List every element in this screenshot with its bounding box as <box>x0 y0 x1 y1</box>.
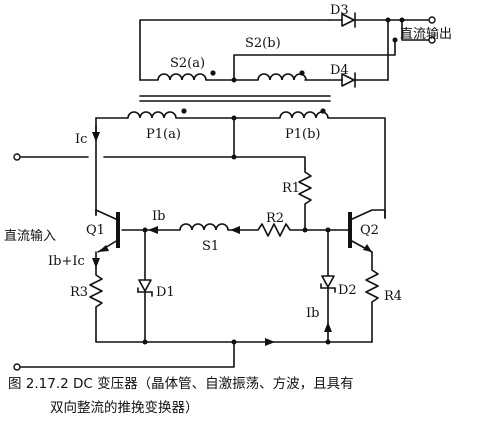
label-d4: D4 <box>330 63 349 78</box>
coil-s2b <box>257 70 307 81</box>
label-ib-ic: Ib+Ic <box>48 254 85 269</box>
transistor-q2 <box>348 209 386 253</box>
resistor-r3 <box>89 267 103 319</box>
label-d3: D3 <box>330 3 349 18</box>
label-dc-input: 直流输入 <box>4 228 56 244</box>
label-ib-bottom: Ib <box>306 306 319 321</box>
label-dc-output: 直流输出 <box>400 26 452 42</box>
label-r2: R2 <box>266 211 284 226</box>
diode-d4 <box>304 72 389 88</box>
secondary-section <box>139 12 436 88</box>
figure-caption-line-2: 双向整流的推挽变换器） <box>50 400 199 416</box>
wire-center-tap <box>233 39 396 81</box>
label-q1: Q1 <box>86 223 105 238</box>
terminal-in-2 <box>13 363 21 371</box>
zener-d1 <box>137 229 153 343</box>
coil-p1b <box>279 108 386 219</box>
label-ic: Ic <box>75 132 87 147</box>
label-s2a: S2(a) <box>170 56 205 71</box>
coil-s1 <box>179 223 249 234</box>
label-d2: D2 <box>338 283 357 298</box>
terminal-out-2 <box>428 36 436 44</box>
terminal-in-1 <box>13 153 21 161</box>
resistor-r4 <box>365 251 379 343</box>
transformer-core <box>139 95 331 102</box>
label-p1a: P1(a) <box>146 127 181 142</box>
label-p1b: P1(b) <box>285 127 320 142</box>
wire-secondary-top <box>139 19 331 81</box>
diode-d3 <box>329 12 431 28</box>
label-s2b: S2(b) <box>245 36 281 51</box>
label-ib-top: Ib <box>152 209 165 224</box>
transistor-q1 <box>95 209 120 253</box>
wire-output-neg <box>401 19 431 41</box>
label-s1: S1 <box>202 239 219 254</box>
terminal-out-1 <box>428 16 436 24</box>
lower-left <box>89 229 153 345</box>
base-drive <box>121 223 349 237</box>
label-r1: R1 <box>282 181 300 196</box>
coil-p1a <box>127 108 281 119</box>
label-d1: D1 <box>156 285 175 300</box>
figure-caption-line-1: 图 2.17.2 DC 变压器（晶体管、自激振荡、方波，且具有 <box>8 376 354 392</box>
coil-s2a <box>139 70 259 81</box>
zener-d2 <box>320 229 336 343</box>
label-r3: R3 <box>70 285 88 300</box>
resistor-r1 <box>298 167 312 231</box>
resistor-r2 <box>247 223 306 237</box>
primary-section <box>13 108 386 233</box>
label-r4: R4 <box>384 289 402 304</box>
bottom-rail <box>13 338 373 371</box>
label-q2: Q2 <box>360 223 379 238</box>
